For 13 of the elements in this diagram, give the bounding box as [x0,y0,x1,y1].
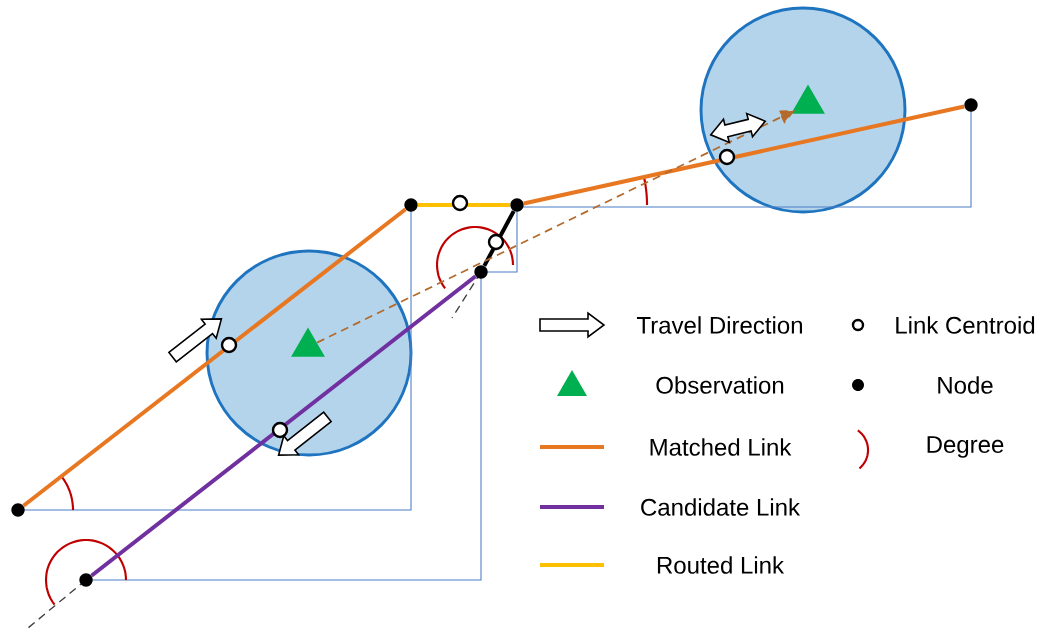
legend-text: Matched Link [650,438,792,456]
legend-text: Routed Link [657,556,785,574]
legend-text: Link Centroid [896,316,1035,334]
legend-text: Degree [927,436,1004,458]
legend-text: Travel Direction [636,316,802,334]
link-line [417,203,511,207]
legend-text: Observation [656,376,784,394]
observation-triangle [791,84,825,114]
link-line [482,210,516,267]
legend-text: Node [938,376,993,394]
legend-text: Candidate Link [641,498,801,516]
dashed-arrow [316,110,795,344]
observation-triangle [291,327,325,357]
